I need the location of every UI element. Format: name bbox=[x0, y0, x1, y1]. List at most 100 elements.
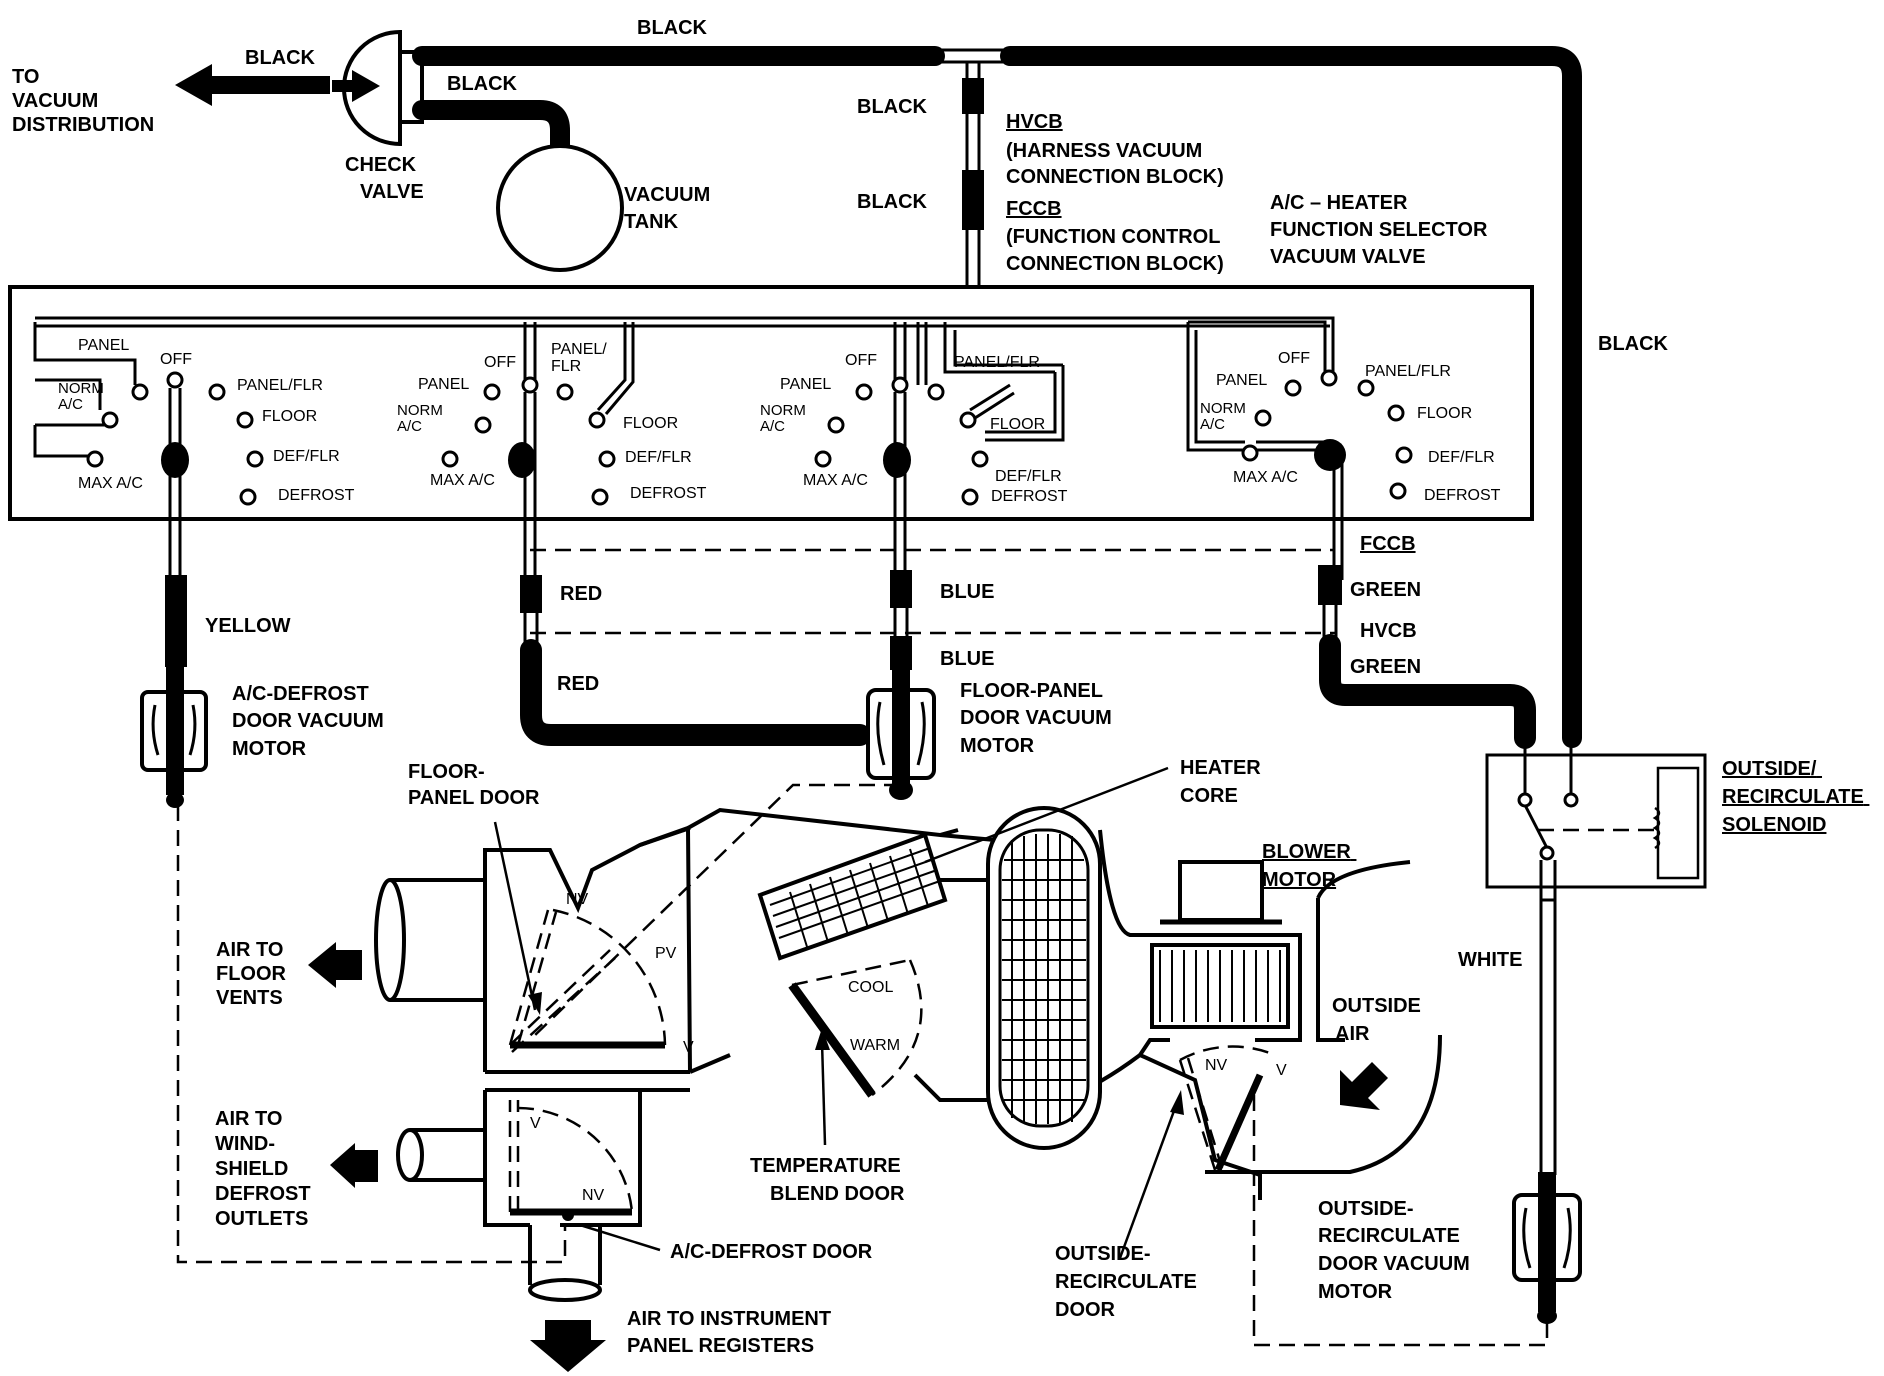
red-label-top: RED bbox=[560, 583, 602, 605]
white-hose bbox=[1539, 860, 1557, 1175]
air-to-floor-label: AIR TO FLOOR VENTS bbox=[216, 939, 292, 1009]
or-nv: NV bbox=[1205, 1057, 1228, 1074]
blue-label-bottom: BLUE bbox=[940, 648, 994, 670]
selector-section-1 bbox=[33, 322, 264, 580]
vacuum-tank-label: VACUUM TANK bbox=[624, 184, 716, 233]
vacuum-tank bbox=[496, 144, 624, 272]
to-distribution-arrow bbox=[175, 64, 330, 106]
s3-norm-ac: NORM A/C bbox=[760, 402, 810, 435]
tb-warm: WARM bbox=[850, 1037, 900, 1054]
black-line-mid bbox=[965, 114, 981, 172]
s1-panel: PANEL bbox=[78, 337, 129, 354]
hvcb-label: HVCB bbox=[1006, 111, 1063, 133]
green-label-bottom: GREEN bbox=[1350, 656, 1421, 678]
hvcb-full-label: (HARNESS VACUUM CONNECTION BLOCK) bbox=[1006, 140, 1224, 188]
or-v: V bbox=[1276, 1062, 1287, 1079]
floor-outlet-end bbox=[374, 878, 406, 1002]
yellow-hose bbox=[165, 575, 187, 667]
instrument-air-arrow bbox=[530, 1320, 606, 1372]
blower-motor bbox=[1178, 860, 1264, 922]
black-hose-top-right bbox=[1000, 46, 1582, 748]
ac-defrost-door bbox=[508, 1100, 634, 1221]
s4-panel-flr: PANEL/FLR bbox=[1365, 363, 1451, 380]
black-label-fccb: BLACK bbox=[857, 191, 928, 213]
s1-norm-ac: NORM A/C bbox=[58, 380, 108, 413]
selector-valve-label: A/C – HEATER FUNCTION SELECTOR VACUUM VA… bbox=[1270, 192, 1493, 268]
floor-panel-linkage bbox=[529, 783, 900, 1041]
defrost-outlet-end bbox=[396, 1128, 424, 1182]
s2-panel-flr: PANEL/ FLR bbox=[551, 341, 611, 375]
s3-panel: PANEL bbox=[780, 376, 831, 393]
s2-def-flr: DEF/FLR bbox=[625, 449, 692, 466]
tee-down bbox=[965, 62, 981, 80]
s1-max-ac: MAX A/C bbox=[78, 475, 143, 492]
instrument-outlet-duct bbox=[528, 1225, 602, 1285]
green-label-top: GREEN bbox=[1350, 579, 1421, 601]
outside-recirc-door-pointer bbox=[1118, 1099, 1180, 1259]
heater-core bbox=[986, 806, 1102, 1150]
floor-panel-door-label: FLOOR- PANEL DOOR bbox=[408, 761, 540, 809]
fccb-full-label: (FUNCTION CONTROL CONNECTION BLOCK) bbox=[1006, 226, 1226, 275]
ac-defrost-linkage bbox=[176, 805, 567, 1264]
yellow-label: YELLOW bbox=[205, 615, 291, 637]
floor-panel-vacuum-motor bbox=[866, 670, 936, 800]
black-label-tank-hose: BLACK bbox=[447, 73, 518, 95]
fccb-block-top bbox=[962, 170, 984, 230]
s1-panel-flr: PANEL/FLR bbox=[237, 377, 323, 394]
fccb-label-top: FCCB bbox=[1006, 198, 1062, 220]
tb-cool: COOL bbox=[848, 979, 893, 996]
to-distribution-label: TO VACUUM DISTRIBUTION bbox=[12, 66, 154, 136]
s3-panel-flr: PANEL/FLR bbox=[954, 354, 1040, 371]
s4-norm-ac: NORM A/C bbox=[1200, 400, 1250, 433]
s2-floor: FLOOR bbox=[623, 415, 678, 432]
s4-off: OFF bbox=[1278, 350, 1310, 367]
black-label-valve-left: BLACK bbox=[245, 47, 316, 69]
outside-recirc-door-label: OUTSIDE- RECIRCULATE DOOR bbox=[1055, 1243, 1202, 1321]
fp-nv: NV bbox=[566, 891, 589, 908]
s2-panel: PANEL bbox=[418, 376, 469, 393]
s2-off: OFF bbox=[484, 354, 516, 371]
blower-motor-label: BLOWER MOTOR bbox=[1262, 841, 1356, 891]
check-valve bbox=[332, 29, 424, 147]
evaporator-core bbox=[757, 832, 948, 961]
selector-section-4 bbox=[1186, 316, 1413, 580]
solenoid-label: OUTSIDE/ RECIRCULATE SOLENOID bbox=[1722, 758, 1869, 836]
s3-floor: FLOOR bbox=[990, 416, 1045, 433]
ac-defrost-vacuum-motor bbox=[140, 665, 208, 808]
ac-defrost-door-label: A/C-DEFROST DOOR bbox=[670, 1241, 873, 1263]
s3-def-flr-defrost: DEF/FLR DEFROST bbox=[991, 468, 1068, 505]
ad-v: V bbox=[530, 1115, 541, 1132]
s4-floor: FLOOR bbox=[1417, 405, 1472, 422]
hvcb-block-top bbox=[962, 78, 984, 114]
heater-core-label: HEATER CORE bbox=[1180, 757, 1266, 807]
outside-recirculate-vacuum-motor bbox=[1512, 1172, 1582, 1324]
floor-air-arrow bbox=[308, 942, 362, 988]
ac-defrost-door-pointer bbox=[579, 1223, 661, 1252]
blower-housing bbox=[1098, 829, 1442, 1174]
s3-off: OFF bbox=[845, 352, 877, 369]
temp-blend-label: TEMPERATURE BLEND DOOR bbox=[750, 1155, 906, 1205]
floor-panel-door bbox=[508, 908, 667, 1053]
red-block bbox=[520, 575, 542, 613]
s1-off: OFF bbox=[160, 351, 192, 368]
red-hvcb-link bbox=[523, 613, 539, 645]
ac-defrost-motor-label: A/C-DEFROST DOOR VACUUM MOTOR bbox=[232, 683, 389, 760]
heater-core-pointer bbox=[924, 766, 1169, 864]
selector-section-2 bbox=[441, 322, 635, 580]
temperature-blend-door bbox=[788, 958, 923, 1098]
s4-panel: PANEL bbox=[1216, 372, 1267, 389]
hvcb-label-lower: HVCB bbox=[1360, 620, 1417, 642]
red-label-bottom: RED bbox=[557, 673, 599, 695]
ad-nv: NV bbox=[582, 1187, 605, 1204]
black-label-hvcb: BLACK bbox=[857, 96, 928, 118]
red-hose bbox=[520, 639, 871, 746]
selector-manifold bbox=[35, 316, 1330, 328]
fp-v: V bbox=[683, 1039, 694, 1056]
s4-max-ac: MAX A/C bbox=[1233, 469, 1298, 486]
s4-def-flr: DEF/FLR bbox=[1428, 449, 1495, 466]
blue-hvcb-link bbox=[893, 608, 909, 640]
green-hose bbox=[1319, 634, 1536, 749]
black-label-right: BLACK bbox=[1598, 333, 1669, 355]
fp-pv: PV bbox=[655, 945, 677, 962]
